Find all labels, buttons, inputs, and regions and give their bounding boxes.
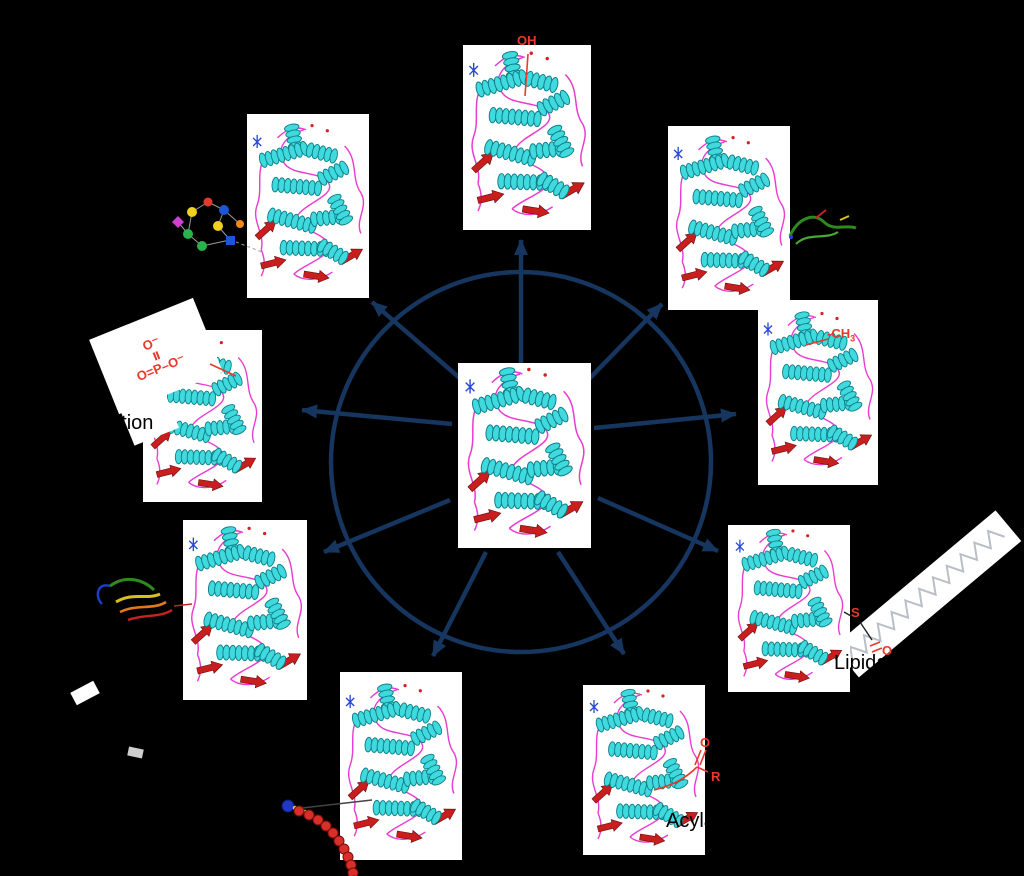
spoke-lower-left bbox=[323, 497, 451, 555]
protein-box-protein-conjugate bbox=[668, 126, 790, 310]
acyl-r-annotation: R bbox=[711, 769, 721, 784]
sugar-icon bbox=[203, 197, 213, 207]
glycan-cluster-icon bbox=[172, 197, 263, 253]
spoke-bottom-right bbox=[556, 550, 626, 656]
small-protein-conjugate-icon bbox=[96, 577, 193, 622]
conjugate-protein-icon bbox=[788, 209, 857, 245]
methyl-prefix: -CH bbox=[827, 326, 851, 341]
methyl-subscript: 3 bbox=[850, 333, 856, 344]
acyl-group-icon bbox=[653, 749, 709, 791]
protein-ribbon-icon bbox=[458, 363, 591, 548]
phosphate-top-text: O⁻ bbox=[140, 333, 162, 354]
spoke-left bbox=[301, 404, 453, 427]
hydroxyl-annotation: OH bbox=[517, 33, 537, 48]
sugar-square-icon bbox=[226, 236, 235, 245]
phosphorylation-label: Phosphorylation bbox=[10, 412, 154, 434]
acylation-label: Acylation bbox=[666, 810, 748, 832]
native-protein-box bbox=[458, 363, 591, 548]
methyl-bond-icon bbox=[805, 338, 829, 346]
spoke-lower-right bbox=[597, 495, 719, 554]
protein-box-glycan bbox=[247, 114, 369, 298]
phosphate-bottom-text: O=P–O⁻ bbox=[134, 351, 187, 385]
protein-box-small-protein-conjugate bbox=[183, 520, 307, 700]
spoke-bottom-left bbox=[430, 550, 489, 658]
spoke-top-left bbox=[370, 300, 464, 382]
hydroxyl-bond-icon bbox=[524, 53, 529, 97]
lipid-zigzag-icon bbox=[848, 529, 1005, 665]
methyl-annotation: -CH3 bbox=[827, 327, 855, 344]
protein-box-acylation bbox=[583, 685, 705, 855]
lipid-sulfur-annotation: S bbox=[851, 605, 860, 620]
sugar-icon bbox=[197, 241, 207, 251]
protein-ribbon-icon bbox=[183, 520, 307, 700]
sugar-icon bbox=[236, 220, 244, 228]
phosphate-bond-icon bbox=[209, 363, 237, 377]
spoke-top-right bbox=[586, 302, 664, 382]
sugar-icon bbox=[219, 205, 229, 215]
spoke-right bbox=[593, 408, 737, 431]
protein-ribbon-icon bbox=[728, 525, 850, 692]
lipid-bond-icon bbox=[843, 611, 883, 653]
lipid-chain-band bbox=[833, 510, 1022, 678]
sugar-icon bbox=[183, 229, 193, 239]
protein-ribbon-icon bbox=[758, 300, 878, 485]
acyl-oxygen-annotation: O bbox=[700, 735, 711, 750]
protein-ribbon-icon bbox=[668, 126, 790, 310]
protein-box-methyl bbox=[758, 300, 878, 485]
lipidation-label: Lipidation bbox=[834, 652, 920, 674]
bead-chain-icon bbox=[281, 799, 373, 876]
sugar-icon bbox=[213, 221, 223, 231]
sugar-diamond-icon bbox=[172, 216, 184, 228]
protein-box-bead-polymer bbox=[340, 672, 462, 860]
protein-box-lipidation bbox=[728, 525, 850, 692]
lipid-oxygen-annotation: O bbox=[882, 643, 893, 658]
sugar-icon bbox=[187, 207, 197, 217]
